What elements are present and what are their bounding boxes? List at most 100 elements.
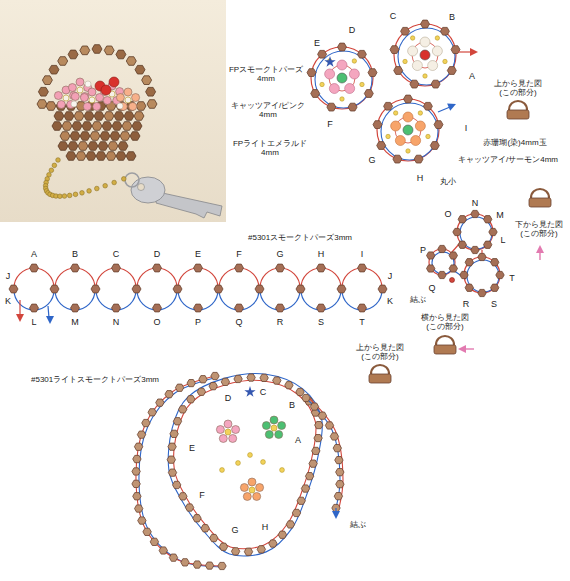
bead (438, 271, 446, 278)
bead (187, 396, 195, 403)
material-label: #5301ライトスモークトパーズ3mm (31, 375, 159, 384)
petal-bead (243, 492, 251, 500)
bead (60, 132, 70, 141)
bead (337, 285, 346, 293)
photo-ground (0, 0, 226, 222)
petal-bead (391, 121, 401, 131)
bead (438, 245, 446, 252)
bead (211, 372, 219, 379)
bead (357, 50, 366, 58)
bead-letter: P (420, 245, 426, 255)
seed-bead (435, 36, 439, 40)
seed-bead (280, 468, 285, 473)
bead-letter: H (417, 173, 424, 183)
bead (173, 418, 181, 425)
bead (58, 57, 68, 66)
photo (0, 0, 226, 222)
bead-letter: S (491, 299, 497, 309)
bead (491, 259, 499, 266)
bead (209, 383, 217, 390)
bead (235, 264, 244, 272)
basket-icon (529, 189, 551, 207)
bottom-cluster (427, 189, 552, 297)
bead (134, 112, 144, 121)
bead (114, 112, 124, 121)
bead (135, 505, 143, 512)
chain-ball (67, 193, 72, 198)
bead (64, 112, 74, 121)
material-label: キャッツアイ/サーモン4mm (458, 155, 558, 164)
bead (449, 265, 457, 272)
bead (71, 304, 80, 312)
bead (368, 69, 377, 77)
petal-bead (88, 88, 96, 96)
bead-letter: G (231, 525, 238, 535)
basket-icon (434, 336, 456, 354)
bead (135, 65, 145, 74)
petal-bead (240, 484, 248, 492)
petal-bead (253, 492, 261, 500)
bead (305, 473, 313, 480)
bead (136, 102, 146, 111)
bead (330, 433, 338, 440)
bead (84, 112, 94, 121)
bead-letter: S (318, 317, 324, 327)
bead (318, 50, 327, 58)
center-bead (403, 125, 413, 135)
bead (68, 142, 78, 151)
bead-letter: R (277, 317, 284, 327)
chain-ball (94, 186, 99, 191)
petal-bead (216, 426, 224, 434)
seed-bead (410, 36, 414, 40)
bead (434, 121, 443, 129)
bead-letter: E (189, 443, 195, 453)
bead-letter: N (113, 317, 120, 327)
bead-letter: M (71, 317, 79, 327)
petal-bead (71, 92, 79, 100)
bead-letter: P (195, 317, 201, 327)
thread (377, 99, 439, 161)
bead (175, 384, 183, 391)
coral-bead (101, 85, 111, 95)
seed-bead (426, 134, 430, 138)
chain-ball (58, 194, 63, 199)
petal-bead (415, 121, 425, 131)
bead-letter: D (154, 249, 161, 259)
thread (381, 103, 438, 160)
bead-letter: I (465, 123, 468, 133)
icon-handle (371, 365, 389, 374)
bead (427, 265, 435, 272)
seed-bead (77, 87, 83, 93)
coral-bead (109, 77, 119, 87)
bead (460, 271, 468, 278)
basket-icon (369, 365, 391, 383)
chain-ball (80, 191, 85, 196)
bead (453, 228, 461, 235)
bead-letter: O (444, 209, 451, 219)
thread (464, 257, 500, 293)
bead (276, 304, 285, 312)
bead (165, 391, 173, 398)
bead (393, 155, 402, 163)
seed-bead (360, 82, 364, 86)
bead (458, 241, 466, 248)
seed-bead (386, 134, 390, 138)
bead (104, 46, 114, 55)
bead (72, 122, 82, 131)
thread (306, 398, 340, 508)
bead (173, 285, 182, 293)
bead (197, 388, 205, 395)
bead (88, 142, 98, 151)
bead (310, 403, 318, 410)
flower-motif (373, 95, 443, 163)
bead (458, 216, 466, 223)
view-note: 横から見た図 (この部分) (417, 313, 473, 331)
bead (86, 152, 96, 161)
bead (112, 304, 121, 312)
bead (338, 43, 347, 51)
bead-letter: I (361, 249, 364, 259)
bead-letter: D (225, 393, 232, 403)
petal-bead (337, 60, 347, 70)
bead-letter: A (295, 435, 301, 445)
